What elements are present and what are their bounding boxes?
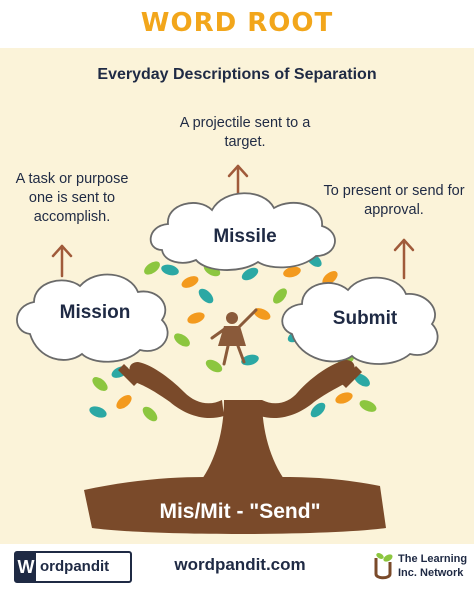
leaf-icon: [253, 308, 271, 320]
tree-icon: [84, 360, 386, 534]
logo-text: ordpandit: [40, 558, 110, 575]
leaf-icon: [273, 288, 287, 304]
leaf-icon: [198, 288, 214, 304]
hands-icon: [260, 360, 355, 419]
leaf-icon: [322, 271, 338, 285]
word-missile: Missile: [213, 226, 277, 247]
cloud-missile: [149, 192, 336, 271]
description-mission: A task or purpose one is sent to accompl…: [15, 171, 129, 225]
leaf-icon: [241, 354, 259, 366]
cloud-submit: [281, 276, 439, 365]
header: WORD ROOT: [0, 0, 474, 50]
leaf-icon: [354, 373, 370, 387]
network-line1: The Learning: [398, 553, 468, 565]
leaf-icon: [187, 312, 205, 324]
leaf-icon: [92, 377, 108, 391]
leaf-icon: [174, 333, 190, 347]
root-label: Mis/Mit - "Send": [159, 500, 321, 523]
leaf-icon: [335, 392, 353, 404]
description-submit: To present or send for approval.: [323, 183, 465, 218]
cloud-mission: [16, 273, 169, 363]
word-mission: Mission: [59, 302, 131, 323]
leaf-icon: [161, 264, 179, 276]
network-line2: Inc. Network: [398, 567, 464, 579]
leaf-icon: [89, 406, 107, 418]
leaf-icon: [310, 402, 326, 418]
sprout-logo-icon: [374, 553, 393, 580]
website-link[interactable]: wordpandit.com: [174, 555, 306, 574]
leaf-icon: [144, 261, 160, 275]
leaf-icon: [181, 276, 199, 288]
leaf-icon: [205, 359, 223, 373]
hands-icon: [129, 362, 224, 419]
page-title: WORD ROOT: [140, 8, 334, 38]
wordpandit-logo: W ordpandit: [14, 551, 132, 583]
arrow-up-icon: [51, 244, 73, 278]
logo-letter: W: [16, 553, 36, 581]
leaf-icon: [241, 267, 259, 281]
arrow-up-icon: [393, 238, 415, 280]
network-logo-text: The Learning Inc. Network: [398, 552, 472, 580]
leaf-icon: [142, 406, 158, 422]
description-missile: A projectile sent to a target.: [179, 115, 311, 150]
leaf-icon: [359, 400, 377, 412]
leaf-icon: [283, 266, 301, 278]
illustration: [16, 164, 439, 534]
arrow-up-icon: [227, 164, 249, 198]
child-figure-icon: [210, 308, 258, 366]
arrows: [51, 164, 415, 280]
word-submit: Submit: [332, 308, 398, 329]
page-subtitle: Everyday Descriptions of Separation: [97, 66, 377, 83]
root-base: [84, 476, 386, 534]
leaf-icon: [116, 395, 132, 409]
